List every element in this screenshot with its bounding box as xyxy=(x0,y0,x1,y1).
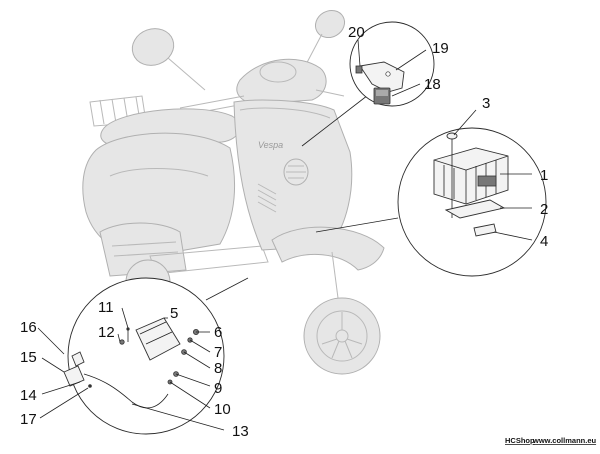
leader-lines xyxy=(37,39,533,431)
scooter-outline: Vespa xyxy=(82,9,385,375)
connector-part-15 xyxy=(63,351,169,409)
callout-2: 2 xyxy=(540,201,548,218)
callout-17: 17 xyxy=(20,411,37,428)
bolt-part-20 xyxy=(355,65,363,74)
relay-part-18 xyxy=(373,87,391,105)
washer-part-12 xyxy=(119,339,125,345)
callout-4: 4 xyxy=(540,233,548,250)
callout-19: 19 xyxy=(432,40,449,57)
callout-8: 8 xyxy=(214,360,222,377)
callout-12: 12 xyxy=(98,324,115,341)
zoom-circle-control-unit xyxy=(67,277,225,435)
zoom-pointer-line-3 xyxy=(205,277,249,301)
shop-watermark: HCShop www.collmann.eu xyxy=(505,436,596,445)
zoom-circle-bracket xyxy=(349,21,435,107)
bracket-part xyxy=(359,61,405,93)
callout-16: 16 xyxy=(20,319,37,336)
callout-7: 7 xyxy=(214,344,222,361)
zoom-pointer-line xyxy=(301,91,373,147)
watermark-shop: HCShop xyxy=(505,436,535,445)
callout-13: 13 xyxy=(232,423,249,440)
callout-6: 6 xyxy=(214,324,222,341)
callout-1: 1 xyxy=(540,167,548,184)
callout-9: 9 xyxy=(214,380,222,397)
callout-5: 5 xyxy=(170,305,178,322)
terminal-part-17 xyxy=(88,384,92,388)
control-unit-part-5 xyxy=(135,317,181,361)
callout-14: 14 xyxy=(20,387,37,404)
zoom-pointer-line-2 xyxy=(315,217,399,233)
screw-part-11 xyxy=(126,327,130,342)
callout-11: 11 xyxy=(98,299,114,316)
voltage-regulator-part xyxy=(433,147,509,205)
callout-18: 18 xyxy=(424,76,441,93)
watermark-site: www.collmann.eu xyxy=(532,436,596,445)
callout-3: 3 xyxy=(482,95,490,112)
brand-script-text: Vespa xyxy=(258,140,283,150)
nut-part-4 xyxy=(473,223,497,237)
callout-10: 10 xyxy=(214,401,231,418)
callout-20: 20 xyxy=(348,24,365,41)
callout-15: 15 xyxy=(20,349,37,366)
callout-numbers: 1 2 3 4 5 6 7 8 9 10 11 12 13 14 15 16 1… xyxy=(20,24,548,440)
